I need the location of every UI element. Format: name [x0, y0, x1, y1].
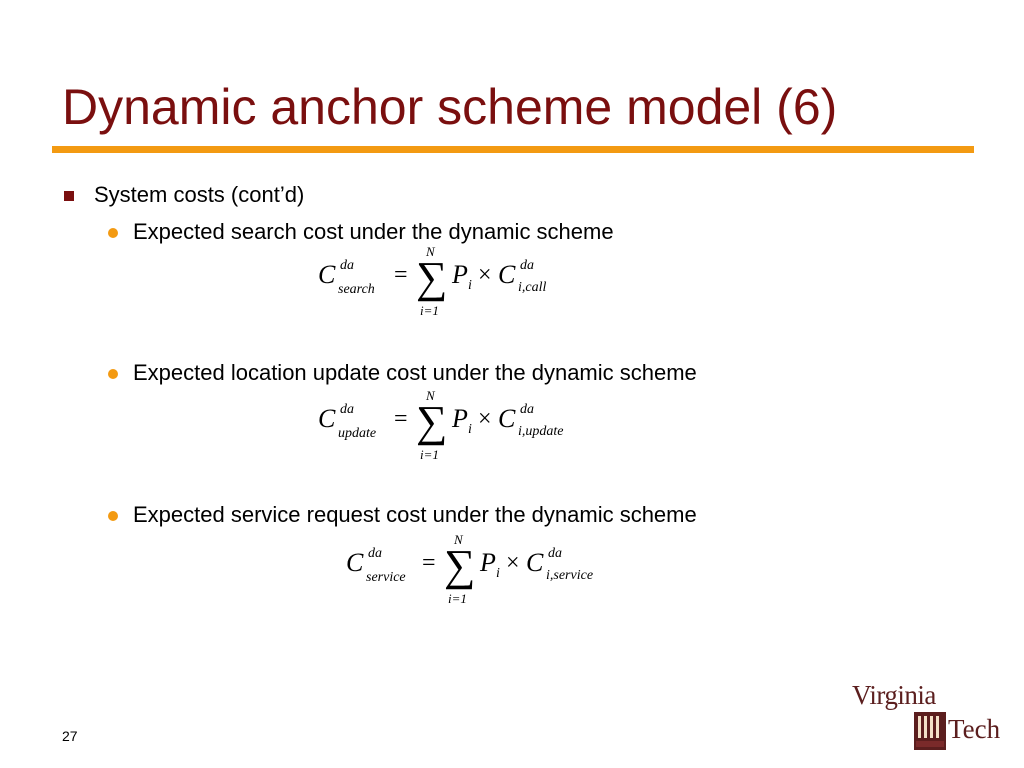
logo-text-virginia: Virginia	[852, 680, 936, 710]
formula-times: ×	[478, 262, 492, 288]
formula-rhs-c: C	[526, 548, 544, 577]
formula-lhs-sup: da	[368, 546, 382, 561]
formula-sum-upper: N	[426, 388, 435, 403]
summation-icon: ∑	[416, 397, 448, 446]
summation-icon: ∑	[444, 541, 476, 590]
formula-update-cost: C da update = N ∑ i=1 P i × C da i,updat…	[318, 388, 598, 468]
formula-p: P	[480, 548, 496, 577]
dot-bullet-icon	[108, 228, 118, 238]
bullet-text: System costs (cont’d)	[94, 182, 305, 207]
formula-sum-lower: i=1	[448, 591, 467, 606]
sub-bullet-text: Expected service request cost under the …	[133, 502, 697, 527]
formula-times: ×	[506, 550, 520, 576]
formula-lhs-sub: service	[366, 570, 406, 585]
slide-title: Dynamic anchor scheme model (6)	[62, 79, 838, 135]
formula-lhs-c: C	[318, 404, 336, 433]
formula-rhs-c: C	[498, 260, 516, 289]
formula-sum-upper: N	[454, 532, 463, 547]
formula-p: P	[452, 404, 468, 433]
formula-lhs-sub: update	[338, 426, 377, 441]
formula-rhs-sup: da	[548, 546, 562, 561]
formula-service-cost: C da service = N ∑ i=1 P i × C da i,serv…	[346, 532, 626, 612]
formula-equals: =	[422, 550, 436, 576]
summation-icon: ∑	[416, 253, 448, 302]
formula-times: ×	[478, 406, 492, 432]
formula-lhs-c: C	[346, 548, 364, 577]
formula-sum-lower: i=1	[420, 447, 439, 462]
formula-rhs-sub: i,update	[518, 424, 564, 439]
title-underline	[52, 146, 974, 153]
dot-bullet-icon	[108, 369, 118, 379]
formula-rhs-sup: da	[520, 258, 534, 273]
formula-p-sub: i	[468, 278, 472, 293]
formula-sum-lower: i=1	[420, 303, 439, 318]
sub-bullet-text: Expected search cost under the dynamic s…	[133, 219, 614, 244]
formula-p-sub: i	[468, 422, 472, 437]
formula-lhs-sup: da	[340, 258, 354, 273]
formula-lhs-sub: search	[338, 282, 375, 297]
formula-rhs-c: C	[498, 404, 516, 433]
formula-lhs-sup: da	[340, 402, 354, 417]
formula-rhs-sub: i,call	[518, 280, 547, 295]
dot-bullet-icon	[108, 511, 118, 521]
formula-lhs-c: C	[318, 260, 336, 289]
page-number: 27	[62, 728, 78, 744]
formula-rhs-sub: i,service	[546, 568, 594, 583]
formula-equals: =	[394, 262, 408, 288]
formula-search-cost: C da search = N ∑ i=1 P i × C da i,call	[318, 244, 578, 324]
logo-text-tech: Tech	[948, 714, 1001, 744]
sub-bullet-text: Expected location update cost under the …	[133, 360, 697, 385]
logo-emblem-icon	[914, 712, 946, 750]
formula-p-sub: i	[496, 566, 500, 581]
formula-rhs-sup: da	[520, 402, 534, 417]
formula-equals: =	[394, 406, 408, 432]
formula-sum-upper: N	[426, 244, 435, 259]
square-bullet-icon	[64, 191, 74, 201]
virginia-tech-logo: Virginia Tech	[852, 680, 1002, 752]
formula-p: P	[452, 260, 468, 289]
